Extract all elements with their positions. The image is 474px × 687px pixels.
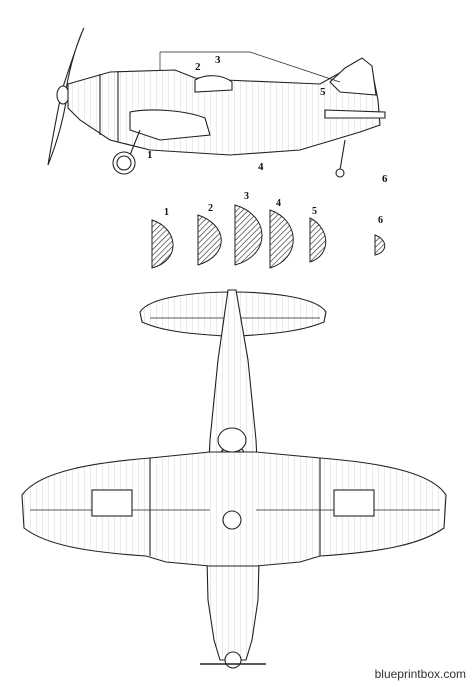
section-label-4: 4	[276, 198, 281, 209]
callout-5: 5	[320, 86, 326, 98]
propeller-side	[47, 27, 85, 166]
tail-wheel-side	[335, 168, 345, 178]
canopy-side	[194, 75, 233, 93]
cross-sections	[151, 204, 386, 269]
section-label-2: 2	[208, 203, 213, 214]
gear-bay-right	[333, 489, 375, 517]
callout-2: 2	[195, 61, 201, 73]
section-label-3: 3	[244, 191, 249, 202]
tail-fin-side	[329, 57, 377, 96]
section-3	[234, 204, 263, 266]
section-5	[309, 217, 327, 263]
callout-6: 6	[382, 173, 388, 185]
callout-4: 4	[258, 161, 264, 173]
h-tail-side	[324, 109, 386, 119]
wing-side	[129, 109, 211, 141]
callout-1: 1	[147, 149, 153, 161]
gear-bay-left	[91, 489, 133, 517]
watermark: blueprintbox.com	[374, 667, 466, 681]
section-4	[269, 209, 294, 269]
side-view	[47, 27, 386, 178]
wing-top	[21, 451, 447, 567]
section-1	[151, 219, 174, 269]
center-roundel	[222, 510, 242, 530]
section-label-1: 1	[164, 207, 169, 218]
section-label-5: 5	[312, 206, 317, 217]
section-label-6: 6	[378, 215, 383, 226]
nose-hub-top	[224, 651, 242, 669]
section-6	[374, 234, 386, 256]
top-view	[21, 289, 447, 669]
fuselage-side	[67, 59, 381, 156]
section-2	[197, 214, 222, 266]
main-wheel-side	[112, 151, 136, 175]
callout-3: 3	[215, 54, 221, 66]
